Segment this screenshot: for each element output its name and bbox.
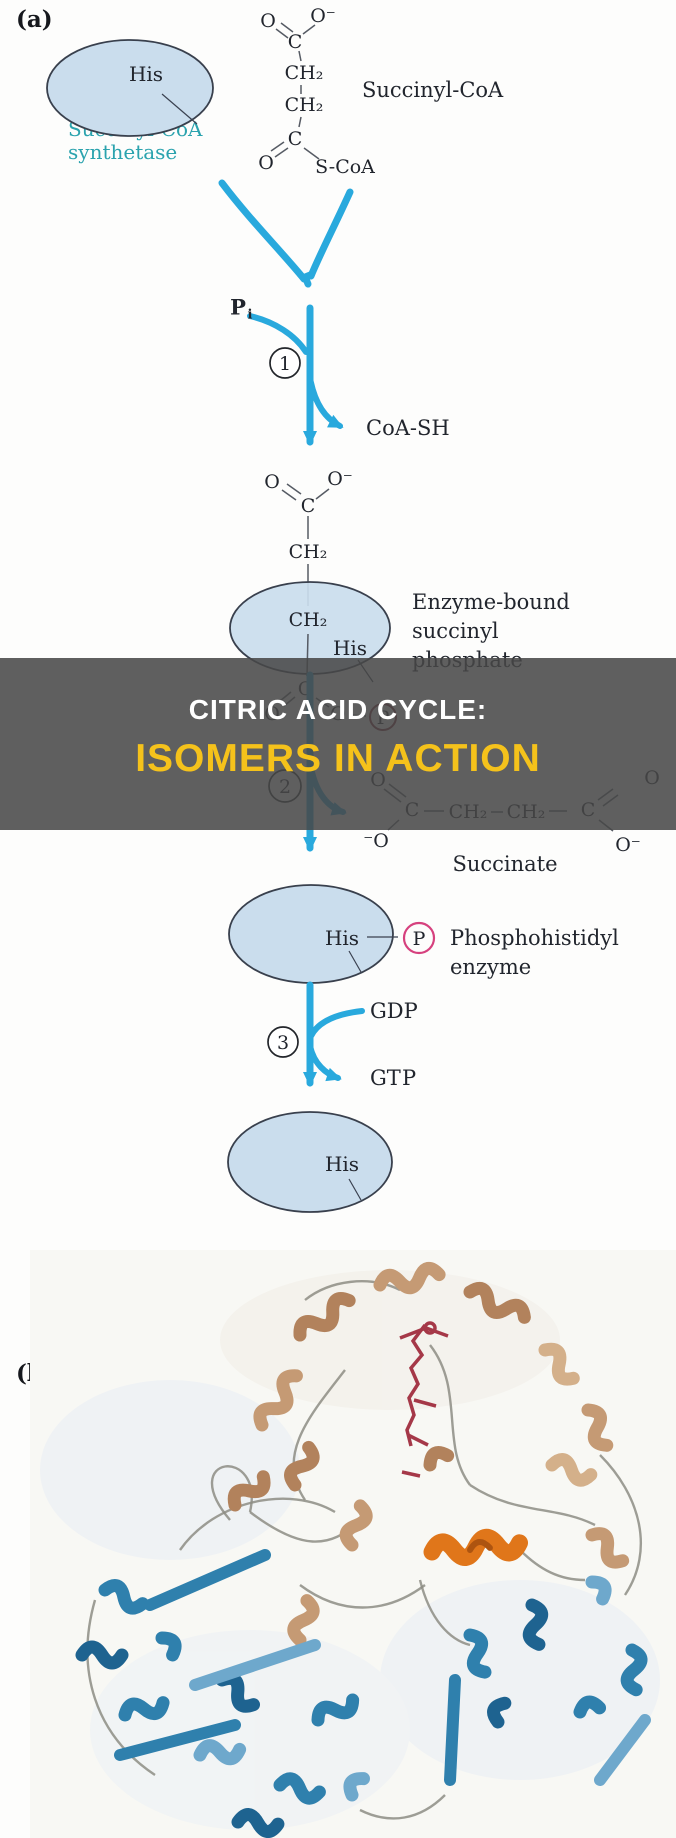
converging-arrows	[218, 179, 354, 288]
pi-label: P	[230, 295, 246, 320]
atom-O-minus: O⁻	[615, 834, 641, 856]
atom-C: C	[301, 495, 316, 517]
atom-O-minus: O⁻	[310, 5, 336, 27]
gdp-label: GDP	[370, 999, 418, 1023]
gtp-label-gt: GT	[370, 1066, 401, 1090]
atom-O-minus: O⁻	[327, 468, 353, 490]
atom-CH2: CH₂	[289, 541, 328, 563]
tan-helix-domain	[227, 1261, 630, 1647]
orange-helix	[423, 1528, 529, 1566]
phospho-p-label: P	[413, 928, 426, 950]
panel-a-label: (a)	[16, 6, 53, 33]
svg-text:enzyme: enzyme	[450, 955, 531, 979]
his-label-1: His	[129, 62, 163, 86]
banner-title-line1: CITRIC ACID CYCLE:	[188, 694, 488, 725]
succinyl-phosphate-atoms: O O⁻ C CH₂ CH₂ His	[264, 468, 367, 660]
his-pointer-1	[161, 93, 198, 125]
atom-S-CoA: S-CoA	[315, 156, 375, 178]
step1-circle	[269, 347, 301, 379]
step3-number: 3	[277, 1032, 289, 1054]
phospho-p-circle-pink	[402, 921, 436, 955]
his-label-2: His	[333, 636, 367, 660]
pi-in-curve	[247, 313, 309, 355]
atom-C: C	[288, 128, 303, 150]
atom-CH2: CH₂	[285, 62, 324, 84]
enzyme-ellipse-4	[227, 1111, 393, 1213]
atom-CH2: CH₂	[285, 94, 324, 116]
gtp-label-p: P	[402, 1066, 416, 1090]
atom-O: O	[258, 152, 274, 174]
enzyme-ellipse-1	[46, 39, 214, 137]
blue-left-domain	[75, 1549, 370, 1838]
svg-text:succinyl: succinyl	[412, 619, 499, 643]
enzyme-ellipse-3	[228, 884, 394, 984]
background-wash	[40, 1270, 660, 1830]
svg-text:Phosphohistidyl: Phosphohistidyl	[450, 926, 619, 950]
succinyl-coa-bonds	[270, 22, 320, 160]
reaction-diagram: His O O⁻ C CH₂ CH₂ C O S-CoA Succinyl-Co…	[46, 5, 660, 1213]
atom-O: O	[264, 471, 280, 493]
succinate-label: Succinate	[452, 852, 557, 876]
gtp-out-curve	[307, 1043, 342, 1082]
protein-structure-image	[30, 1250, 676, 1838]
succinyl-coa-atoms: O O⁻ C CH₂ CH₂ C O S-CoA	[258, 5, 375, 178]
step3-circle	[267, 1026, 299, 1058]
atom-neg-O: ⁻O	[363, 830, 389, 852]
atom-O: O	[260, 10, 276, 32]
pi-subscript: i	[248, 308, 253, 323]
his-label-4: His	[325, 1152, 359, 1176]
succinyl-coa-label: Succinyl-CoA	[362, 78, 504, 102]
gdp-in-curve	[308, 1008, 365, 1039]
atom-CH2: CH₂	[289, 609, 328, 631]
title-banner: CITRIC ACID CYCLE: ISOMERS IN ACTION	[0, 658, 676, 830]
banner-title-line2: ISOMERS IN ACTION	[135, 737, 541, 780]
step1-number: 1	[279, 353, 291, 375]
coa-sh-out-curve	[307, 375, 344, 429]
atom-C: C	[288, 31, 303, 53]
enzyme-name-line2: synthetase	[68, 140, 178, 164]
his-pointer-3	[348, 950, 362, 973]
blue-right-domain	[444, 1575, 651, 1786]
his-label-3: His	[325, 926, 359, 950]
loop-strands	[86, 1280, 642, 1820]
his-pointer-4	[348, 1178, 362, 1201]
svg-text:Enzyme-bound: Enzyme-bound	[412, 590, 570, 614]
coa-sh-label: CoA-SH	[366, 416, 450, 440]
coa-ligand-sticks	[399, 1321, 449, 1478]
phosphohistidyl-label: Phosphohistidyl enzyme	[450, 926, 619, 979]
